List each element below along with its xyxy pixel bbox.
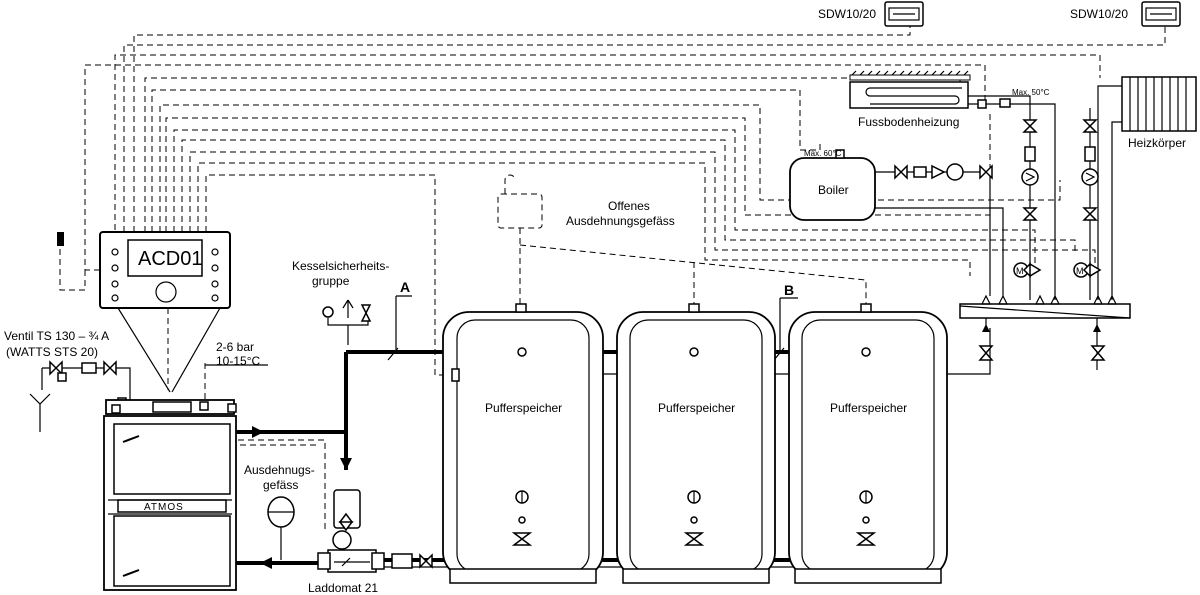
controller-acd01 xyxy=(99,231,231,309)
safety-valve-icon xyxy=(360,304,372,322)
pump-arrow xyxy=(1025,172,1036,182)
valve-icon xyxy=(1082,207,1098,221)
floor-supply-pipe xyxy=(968,103,1056,300)
check-valve-icon xyxy=(931,164,946,180)
valve-icon xyxy=(338,512,354,532)
tank-1-label: Pufferspeicher xyxy=(485,401,562,415)
sensor-icon xyxy=(57,232,64,246)
brand-label: ATMOS xyxy=(144,502,184,513)
valve-icon xyxy=(1022,262,1042,278)
pressure-label-2: 10-15°C xyxy=(216,354,260,368)
thermometer-icon xyxy=(977,99,987,109)
controller-mount-lines xyxy=(117,307,221,393)
sdw-right-label: SDW10/20 xyxy=(1070,7,1128,21)
atmos-boiler xyxy=(103,399,237,591)
sdw-display-left xyxy=(884,1,924,27)
radiator-icon xyxy=(1121,76,1197,132)
expansion-vessel-label-1: Ausdehnugs- xyxy=(244,463,315,477)
valve-icon xyxy=(1090,345,1106,361)
filter-icon xyxy=(913,166,927,178)
pressure-gauge-icon xyxy=(322,306,334,318)
tank-sensor-icon xyxy=(451,368,460,382)
expansion-vent xyxy=(504,174,516,194)
radiator-circuit xyxy=(1073,108,1102,300)
boiler-max-label: Max. 60°C xyxy=(804,149,842,158)
filter-icon xyxy=(1024,146,1036,162)
safety-group xyxy=(322,299,372,345)
flow-arrow-icon xyxy=(260,557,272,569)
drain-funnel-icon xyxy=(29,393,51,432)
radiator-label: Heizkörper xyxy=(1128,136,1186,150)
pump-icon xyxy=(1021,168,1039,186)
laddomat-label: Laddomat 21 xyxy=(308,581,378,595)
pump-icon xyxy=(946,163,964,181)
manifold-arrows xyxy=(981,294,1117,305)
filter-icon xyxy=(391,553,413,569)
pump-icon xyxy=(332,530,352,550)
controller-label: ACD01 xyxy=(138,248,202,270)
safety-group-label-1: Kesselsicherheits- xyxy=(292,259,389,273)
motor-label: M xyxy=(1016,266,1024,276)
boiler-supply-pipe xyxy=(875,171,991,296)
valve-icon xyxy=(49,360,63,376)
manifold-divider xyxy=(959,305,1131,319)
valve-icon xyxy=(979,164,993,180)
valve-icon xyxy=(1082,119,1098,133)
safety-group-label-2: gruppe xyxy=(312,274,350,288)
mark-b: B xyxy=(784,282,794,298)
valve-icon xyxy=(894,164,908,180)
valve-label-2: (WATTS STS 20) xyxy=(6,345,98,359)
flow-arrow-icon xyxy=(982,324,1101,332)
boiler-label: Boiler xyxy=(818,183,849,197)
laddomat-21 xyxy=(317,489,385,573)
pressure-label-1: 2-6 bar xyxy=(216,340,254,354)
floor-max-label: Max. 50°C xyxy=(1012,88,1050,97)
buffer-tank-2 xyxy=(616,303,776,584)
tank-2-label: Pufferspeicher xyxy=(658,401,735,415)
expansion-vessel-label-2: gefäss xyxy=(263,478,298,492)
valve-icon xyxy=(103,360,117,376)
buffer-tank-1 xyxy=(442,303,604,584)
flow-arrow-icon xyxy=(252,426,264,438)
floor-heating-label: Fussbodenheizung xyxy=(858,115,959,129)
mark-a-pointer xyxy=(395,295,412,352)
valve-icon xyxy=(855,532,877,546)
sensor-icon xyxy=(999,98,1011,108)
flow-arrow-icon xyxy=(340,458,352,470)
valve-icon xyxy=(978,345,994,361)
floor-heating-icon xyxy=(849,70,971,109)
open-expansion-label-2: Ausdehnungsgefäss xyxy=(566,214,675,228)
boiler-tank xyxy=(789,149,876,221)
valve-icon xyxy=(1022,119,1038,133)
boiler-return-pipe xyxy=(875,207,1004,296)
tank-3-label: Pufferspeicher xyxy=(830,401,907,415)
mark-a: A xyxy=(400,279,410,295)
valve-icon xyxy=(511,532,533,546)
pump-icon xyxy=(1081,168,1099,186)
sdw-left-label: SDW10/20 xyxy=(818,7,876,21)
valve-label-1: Ventil TS 130 – ¾ A xyxy=(4,329,109,343)
air-vent-icon xyxy=(342,299,354,318)
valve-icon xyxy=(419,553,433,569)
mark-b-pointer xyxy=(779,297,798,352)
sdw-display-right xyxy=(1141,1,1181,27)
floor-circuit xyxy=(1013,108,1042,300)
floor-return-pipe xyxy=(968,95,1031,108)
motor-label: M xyxy=(1076,266,1084,276)
valve-icon xyxy=(683,532,705,546)
radiator-supply-pipe xyxy=(1097,85,1122,300)
filter-icon xyxy=(81,362,97,374)
open-expansion-vessel xyxy=(497,193,543,229)
open-expansion-label-1: Offenes xyxy=(608,199,650,213)
radiator-return-pipe xyxy=(1111,121,1122,300)
valve-icon xyxy=(1022,207,1038,221)
filter-icon xyxy=(1084,146,1096,162)
buffer-tank-3 xyxy=(788,303,948,584)
